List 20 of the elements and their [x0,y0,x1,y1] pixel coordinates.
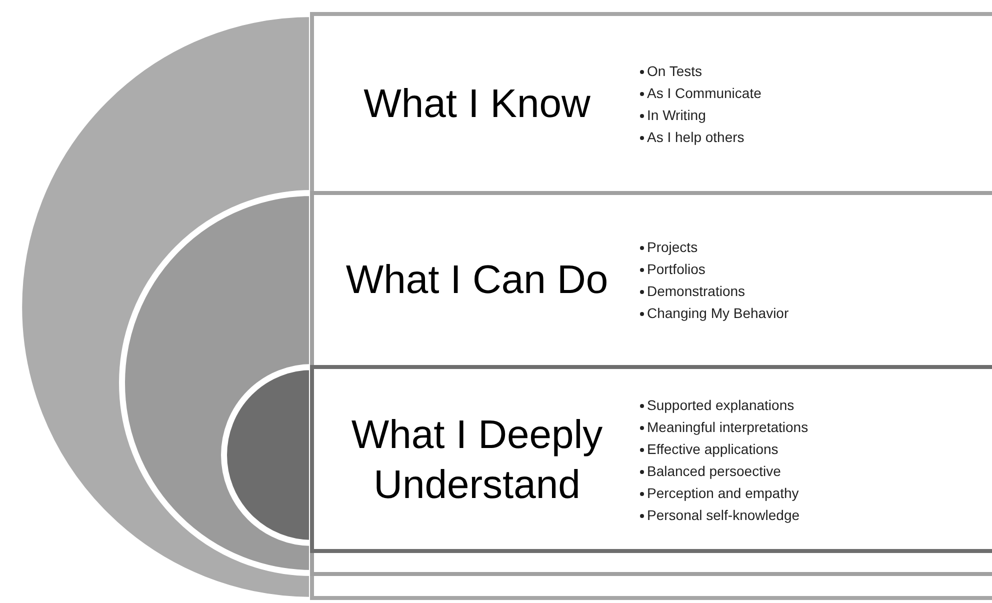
bullet-item: Portfolios [640,258,789,280]
bullet-item: Supported explanations [640,394,808,416]
bullet-item: Meaningful interpretations [640,416,808,438]
bullet-item: Demonstrations [640,280,789,302]
level-box [310,12,992,600]
bullet-item: On Tests [640,60,762,82]
bullet-item: As I Communicate [640,82,762,104]
level-title: What I Know [362,81,592,128]
bullet-item: Changing My Behavior [640,302,789,324]
level-title: What I Can Do [344,257,610,304]
bullet-item: Projects [640,236,789,258]
bullet-item: Personal self-knowledge [640,504,808,526]
bullet-item: Balanced persoective [640,460,808,482]
level-box [310,365,992,553]
bullet-item: In Writing [640,104,762,126]
level-title: What I Deeply Understand [350,412,604,509]
bullet-item: Effective applications [640,438,808,460]
bullet-item: Perception and empathy [640,482,808,504]
bullet-item: As I help others [640,126,762,148]
level-box [310,191,992,576]
